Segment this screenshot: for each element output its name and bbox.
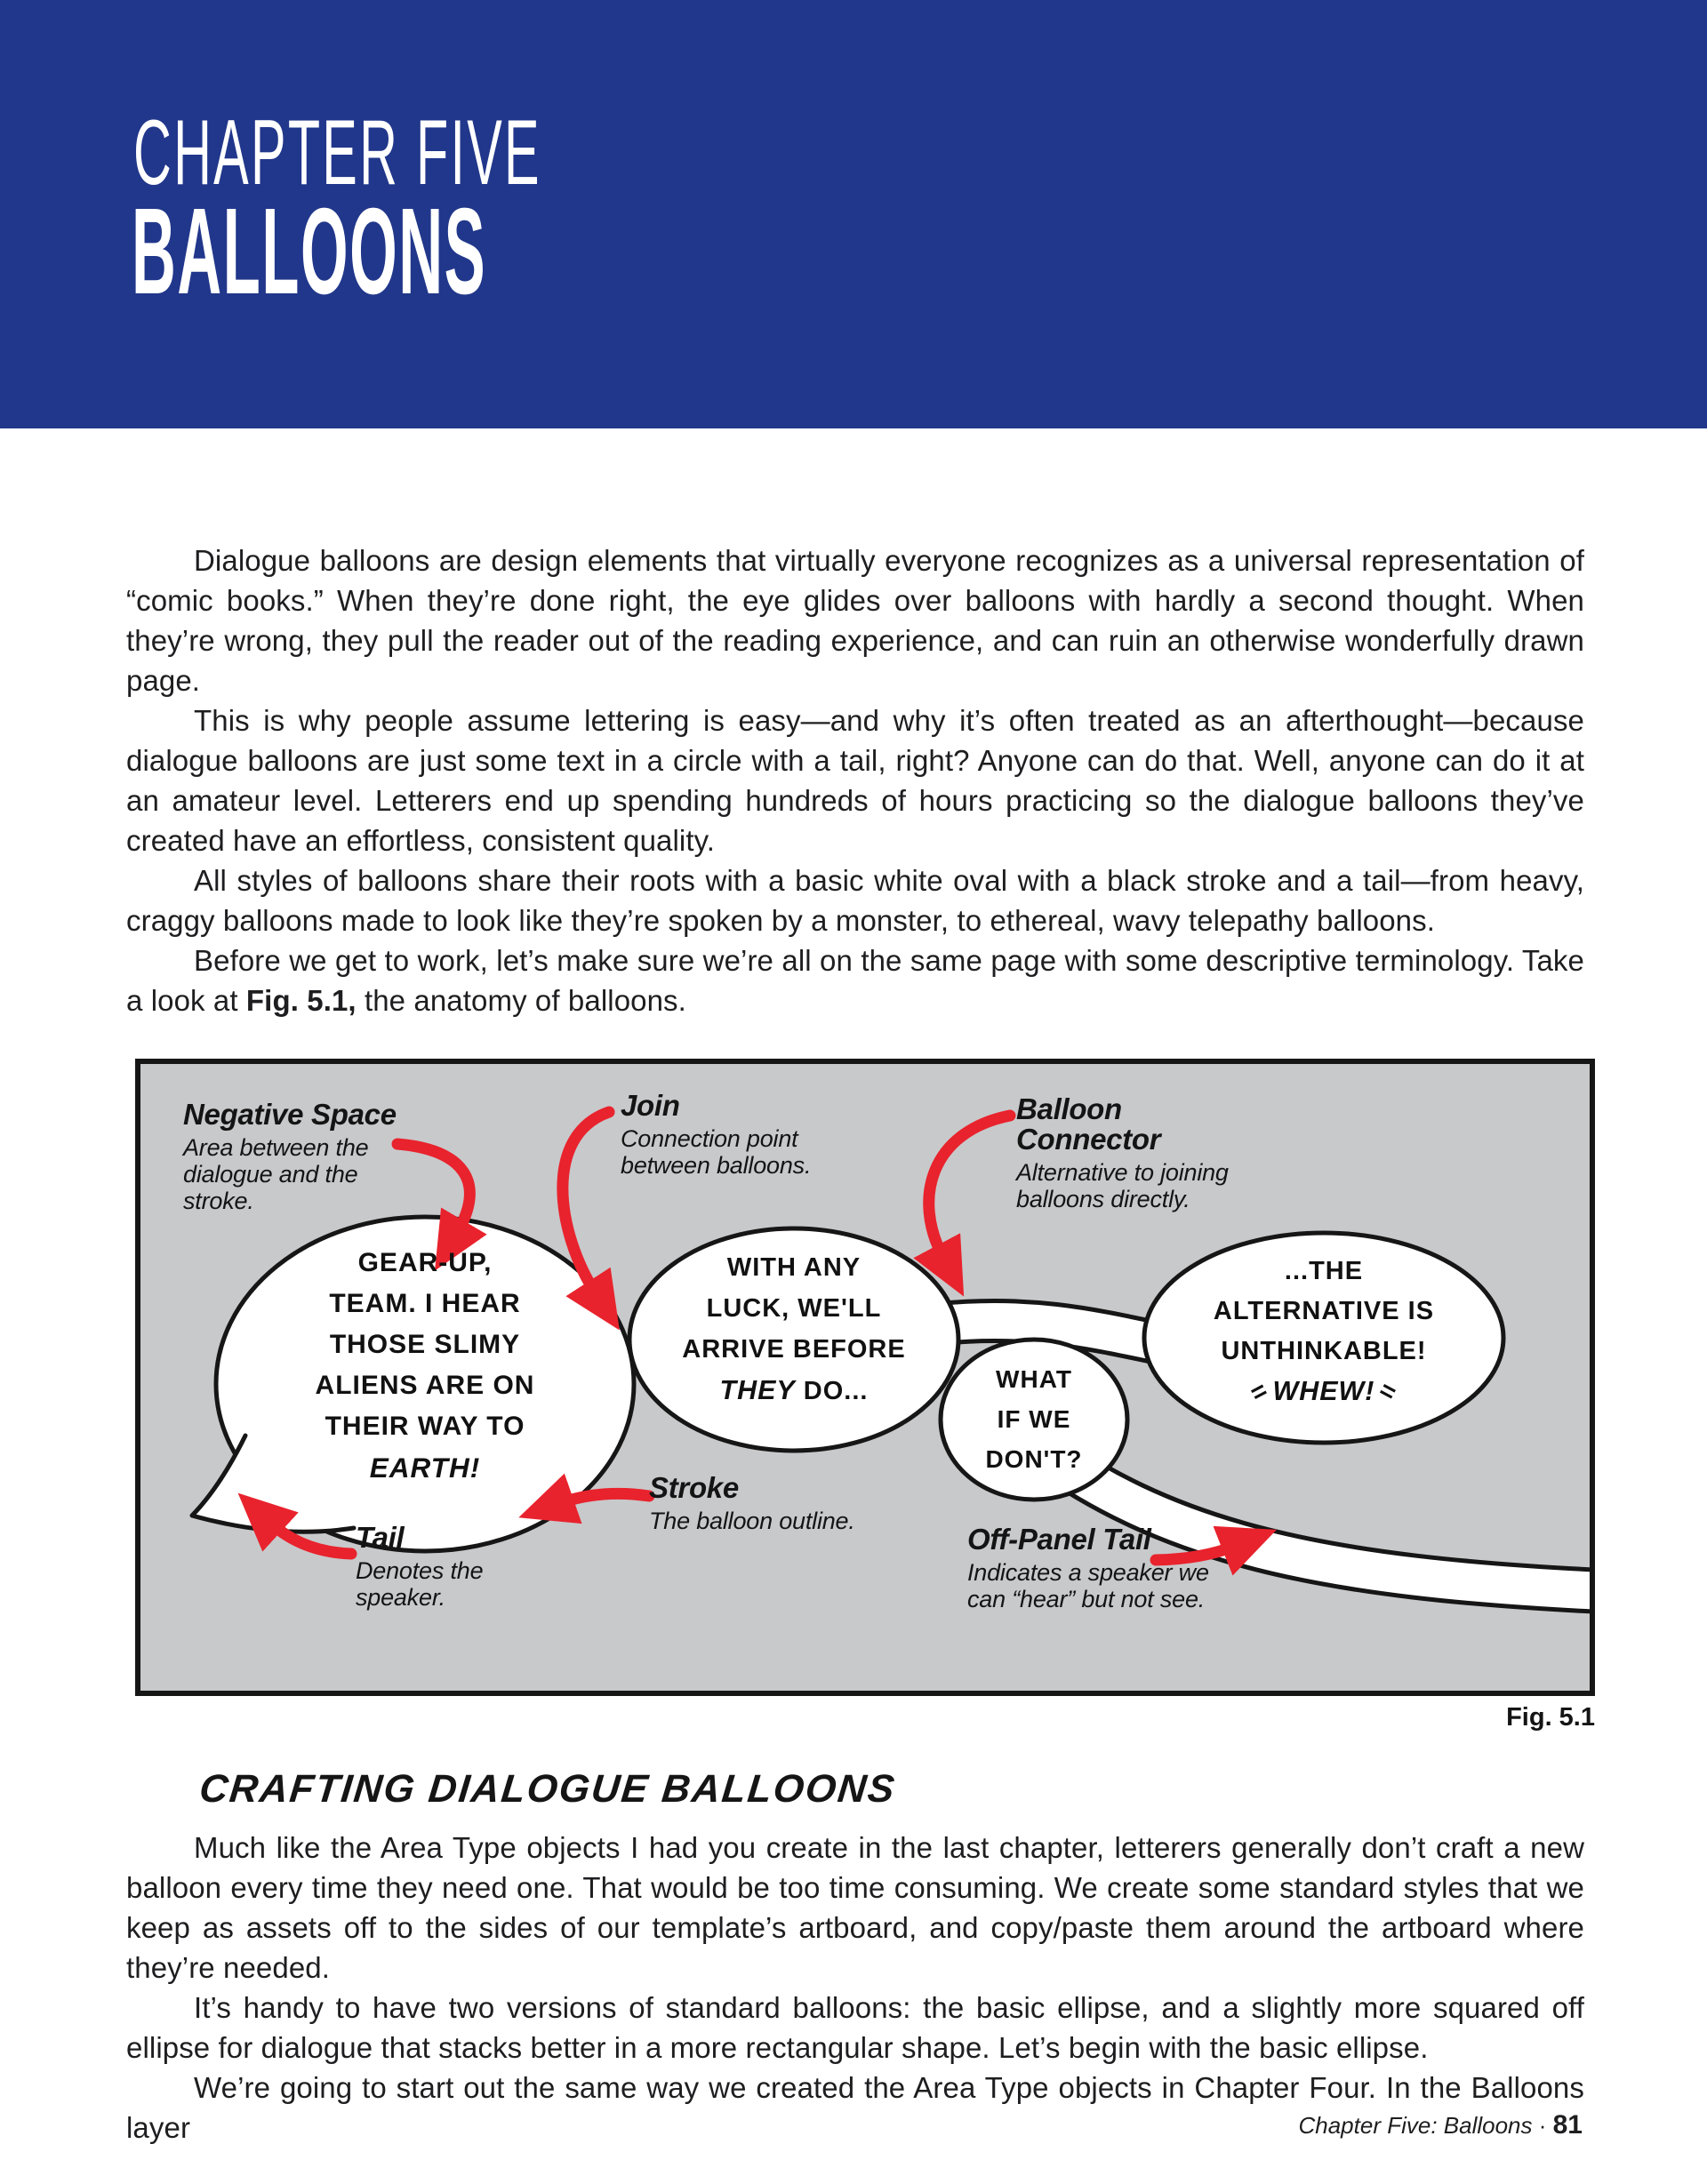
arrow-stroke xyxy=(518,1473,655,1524)
arrow-tail xyxy=(237,1492,357,1560)
section-heading: CRAFTING DIALOGUE BALLOONS xyxy=(197,1767,899,1811)
intro-paragraph-2: This is why people assume lettering is e… xyxy=(126,704,1584,857)
intro-paragraph-1: Dialogue balloons are design elements th… xyxy=(126,544,1584,697)
page-footer: Chapter Five: Balloons · 81 xyxy=(1298,2110,1583,2140)
footer-page-number: 81 xyxy=(1552,2110,1583,2140)
balloon-3-shape xyxy=(938,1337,1130,1502)
label-off-panel-tail: Off-Panel Tail Indicates a speaker we ca… xyxy=(967,1523,1209,1613)
label-join-title: Join xyxy=(621,1089,680,1122)
label-off-panel-tail-title: Off-Panel Tail xyxy=(967,1523,1151,1556)
section-paragraph-3: We’re going to start out the same way we… xyxy=(126,2071,1584,2144)
intro-paragraph-4: Before we get to work, let’s make sure w… xyxy=(126,940,1584,1020)
label-off-panel-tail-desc: Indicates a speaker we can “hear” but no… xyxy=(967,1559,1209,1612)
balloon-4-text: ...THE ALTERNATIVE IS UNTHINKABLE! =WHEW… xyxy=(1163,1252,1485,1412)
figure-anatomy-panel: Negative Space Area between the dialogue… xyxy=(135,1059,1595,1696)
label-join: Join Connection point between balloons. xyxy=(621,1089,812,1180)
breath-mark-right: = xyxy=(1374,1375,1403,1409)
chapter-header-band: CHAPTER FIVE BALLOONS xyxy=(0,0,1707,428)
label-stroke-desc: The balloon outline. xyxy=(649,1508,855,1534)
label-balloon-connector-title: Balloon Connector xyxy=(1016,1092,1161,1156)
label-tail: Tail Denotes the speaker. xyxy=(356,1521,484,1612)
section-text-column: Much like the Area Type objects I had yo… xyxy=(126,1828,1584,2148)
section-paragraph-2: It’s handy to have two versions of stand… xyxy=(126,1991,1584,2064)
label-tail-title: Tail xyxy=(356,1521,405,1554)
balloon-4-shape xyxy=(1142,1230,1506,1445)
intro-text-column: Dialogue balloons are design elements th… xyxy=(126,540,1584,1020)
figure-caption: Fig. 5.1 xyxy=(1506,1703,1595,1732)
label-negative-space-title: Negative Space xyxy=(183,1098,397,1131)
label-balloon-connector: Balloon Connector Alternative to joining… xyxy=(1016,1092,1229,1213)
balloon-1-shape xyxy=(213,1214,637,1554)
balloon-2-shape xyxy=(627,1226,961,1453)
balloon-1-text: GEAR-UP, TEAM. I HEAR THOSE SLIMY ALIENS… xyxy=(315,1248,535,1484)
balloon-2-text: WITH ANY LUCK, WE'LL ARRIVE BEFORE THEY … xyxy=(682,1253,906,1405)
label-negative-space: Negative Space Area between the dialogue… xyxy=(183,1098,397,1215)
label-balloon-connector-desc: Alternative to joining balloons directly… xyxy=(1016,1159,1229,1212)
label-negative-space-desc: Area between the dialogue and the stroke… xyxy=(183,1134,369,1214)
label-stroke-title: Stroke xyxy=(649,1471,739,1504)
footer-separator: · xyxy=(1532,2112,1553,2139)
chapter-title: BALLOONS xyxy=(132,183,487,320)
section-paragraph-1: Much like the Area Type objects I had yo… xyxy=(126,1831,1584,1984)
balloon-1-tail xyxy=(189,1433,357,1534)
balloon-connector-tube xyxy=(923,1302,1181,1362)
intro-p4-text: Before we get to work, let’s make sure w… xyxy=(126,944,1584,1017)
intro-p4-text-end: the anatomy of balloons. xyxy=(356,984,686,1017)
figure-reference: Fig. 5.1, xyxy=(245,984,357,1017)
balloon-3-text: WHAT IF WE DON'T? xyxy=(985,1365,1083,1473)
arrow-negative-space xyxy=(391,1138,487,1271)
arrow-balloon-connector xyxy=(913,1109,1016,1297)
footer-chapter-title: Chapter Five: Balloons xyxy=(1298,2112,1533,2139)
label-stroke: Stroke The balloon outline. xyxy=(649,1471,855,1535)
breath-mark-left: = xyxy=(1245,1375,1273,1409)
arrow-off-panel-tail xyxy=(1150,1525,1277,1576)
arrow-join xyxy=(557,1106,620,1331)
label-tail-desc: Denotes the speaker. xyxy=(356,1557,484,1611)
chapter-kicker: CHAPTER FIVE xyxy=(133,101,541,204)
intro-paragraph-3: All styles of balloons share their roots… xyxy=(126,864,1584,937)
label-join-desc: Connection point between balloons. xyxy=(621,1125,812,1179)
balloon-diagram-svg xyxy=(189,1106,1590,1614)
